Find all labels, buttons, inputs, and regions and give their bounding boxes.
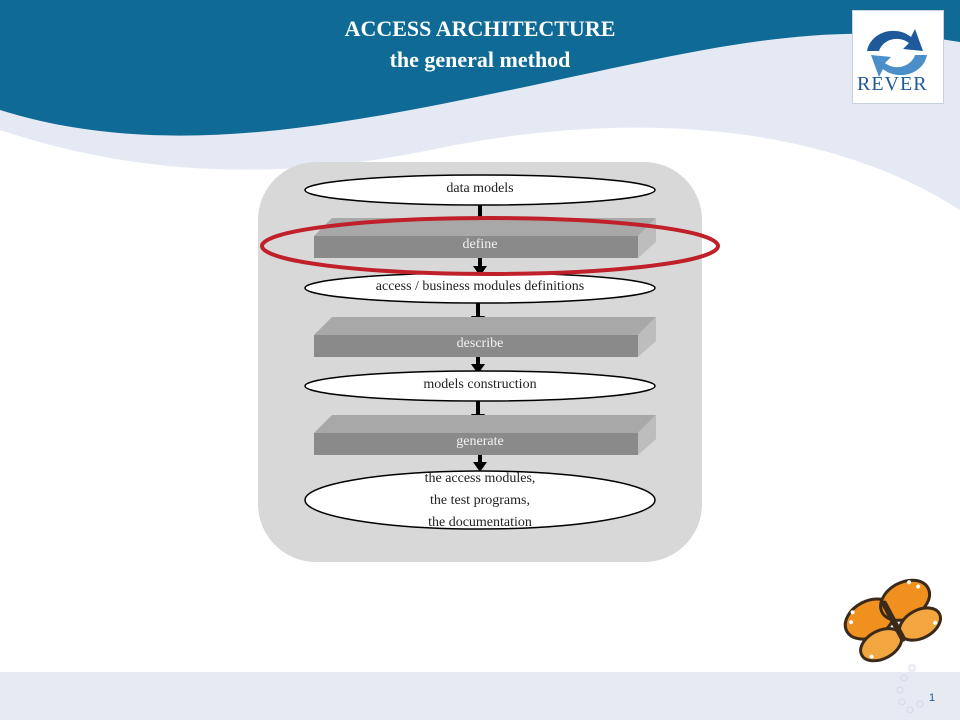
logo-text: REVER xyxy=(857,73,928,95)
output-documentation: the documentation xyxy=(428,515,532,530)
label-define: define xyxy=(462,237,498,252)
page-number: 1 xyxy=(928,692,936,704)
header-band-upper xyxy=(0,0,960,127)
footer-bar xyxy=(0,672,960,720)
slide-subtitle: the general method xyxy=(389,47,571,72)
define-highlight-ring xyxy=(260,216,720,276)
label-data-models: data models xyxy=(446,181,514,196)
label-models-construction: models construction xyxy=(423,377,537,392)
node-models-construction xyxy=(304,370,656,402)
node-outputs xyxy=(304,470,656,530)
step-generate-shape xyxy=(314,415,656,455)
logo-arrows-icon xyxy=(867,29,927,77)
butterfly-trail xyxy=(896,664,924,714)
node-data-models xyxy=(304,174,656,206)
label-definitions: access / business modules definitions xyxy=(375,279,585,294)
output-access-modules: the access modules, xyxy=(424,471,536,486)
output-test-programs: the test programs, xyxy=(430,493,530,508)
label-outputs: the access modules, the test programs, t… xyxy=(330,468,630,534)
label-describe: describe xyxy=(456,336,504,351)
company-logo: REVER xyxy=(852,10,944,104)
label-generate: generate xyxy=(456,434,504,449)
step-describe-shape xyxy=(314,317,656,357)
slide-title: ACCESS ARCHITECTURE xyxy=(344,16,616,41)
